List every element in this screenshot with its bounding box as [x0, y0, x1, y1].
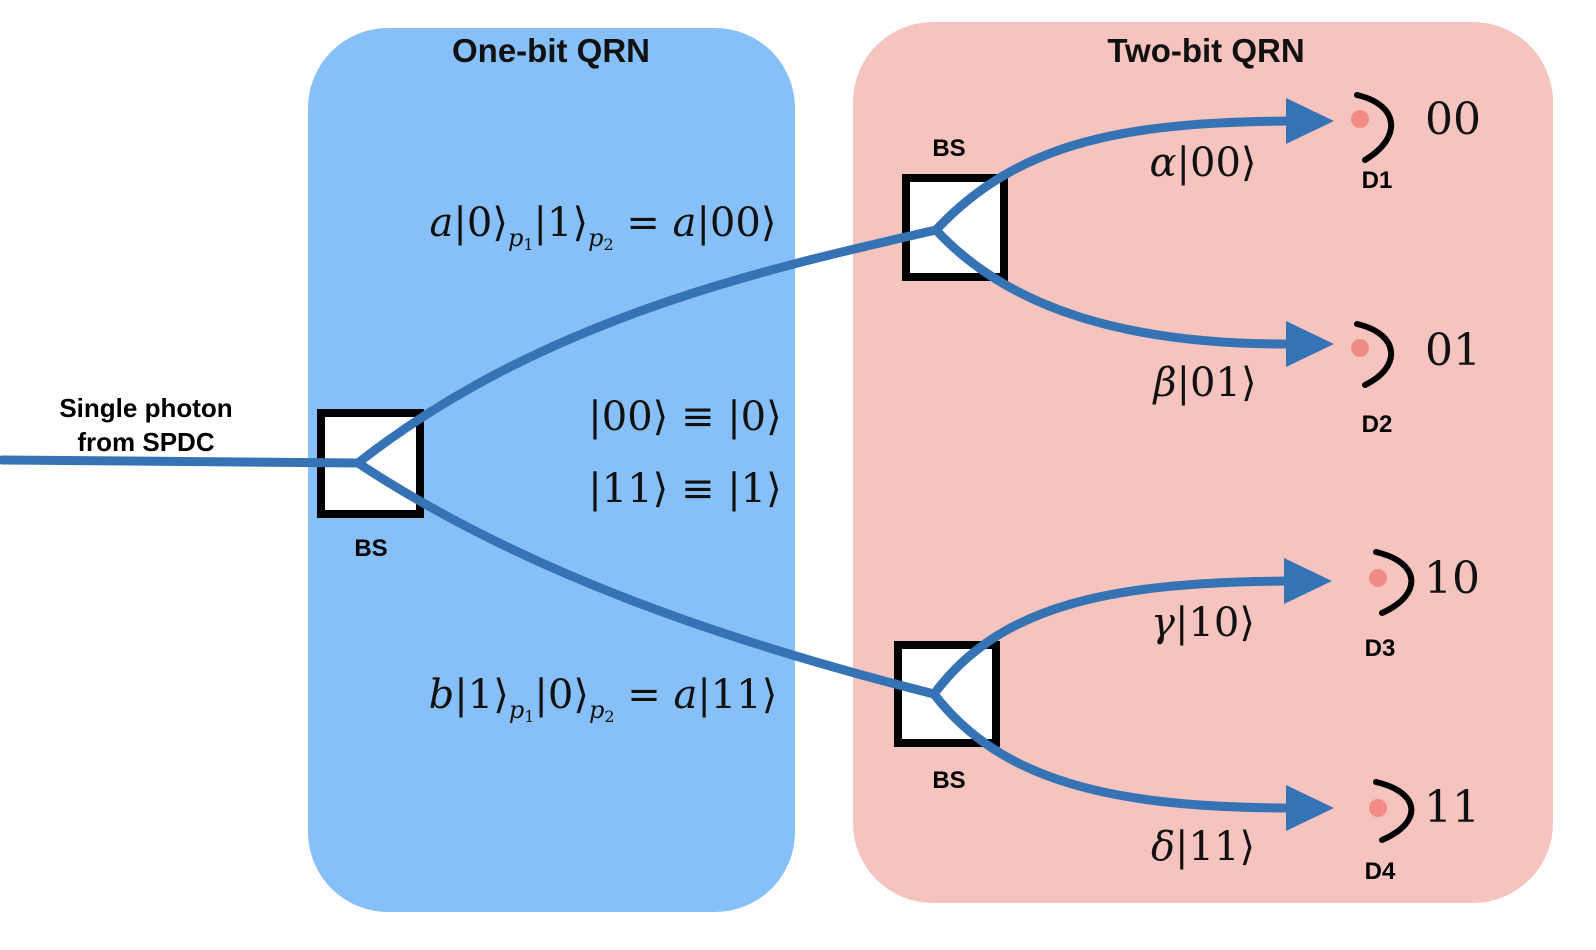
input-beam	[0, 455, 363, 468]
detector-label-d1: D1	[1361, 167, 1393, 194]
output-state-00: α|00⟩	[1149, 140, 1257, 186]
outcome-label-01: 01	[1425, 325, 1481, 376]
two-bit-qrn-panel	[853, 22, 1553, 903]
lower-path-coef: b	[428, 672, 455, 718]
output-ket-10: 10	[1188, 600, 1240, 646]
detector-curve-d1	[1354, 92, 1395, 163]
detector-dot-d1	[1351, 110, 1369, 128]
arrowhead-10	[1284, 558, 1332, 604]
upper-path-mode1-index: 1	[523, 235, 534, 254]
beam-splitter-label-2: BS	[932, 135, 966, 162]
output-state-11: δ|11⟩	[1150, 824, 1256, 870]
lower-path-beam	[353, 458, 939, 699]
upper-path-rhs-ket: 00	[709, 200, 761, 246]
output-ket-00: 00	[1189, 140, 1241, 186]
detector-label-d3: D3	[1364, 635, 1396, 662]
upper-path-mode1: p	[507, 224, 524, 252]
beam-splitter-label-1: BS	[354, 535, 388, 562]
detector-curve-d3	[1373, 549, 1415, 616]
detector-d3	[1369, 549, 1415, 616]
equivalence-zero: |00⟩ ≡ |0⟩	[588, 394, 782, 440]
beam-splitter-2	[902, 174, 1008, 281]
output-beam-00	[931, 116, 1297, 235]
arrowhead-11	[1286, 785, 1334, 831]
outcome-label-10: 10	[1424, 553, 1480, 604]
equivalence-zero-lhs: 00	[601, 394, 653, 440]
arrowhead-01	[1286, 321, 1334, 367]
output-beam-01	[931, 225, 1297, 349]
upper-path-mode2-index: 2	[603, 235, 614, 254]
outcome-label-00: 00	[1425, 94, 1481, 145]
detector-curve-d4	[1373, 779, 1415, 843]
upper-path-rhs-coef: a	[672, 200, 697, 246]
lower-path-mode2: p	[588, 696, 605, 724]
upper-path-ket1: 0	[466, 200, 493, 246]
lower-path-state: b|1⟩p1|0⟩p2 = a|11⟩	[428, 672, 778, 726]
detector-d4	[1369, 779, 1415, 843]
detector-dot-d4	[1369, 799, 1387, 817]
photon-source-label-line1: Single photon	[59, 393, 233, 423]
upper-path-state: a|0⟩p1|1⟩p2 = a|00⟩	[429, 200, 777, 254]
detector-label-d2: D2	[1361, 411, 1393, 438]
detector-dot-d2	[1351, 339, 1369, 357]
lower-path-ket2: 0	[547, 672, 574, 718]
two-bit-qrn-title: Two-bit QRN	[1107, 32, 1305, 69]
arrowhead-00	[1286, 98, 1334, 144]
detector-label-d4: D4	[1364, 858, 1396, 885]
equivalence-one: |11⟩ ≡ |1⟩	[588, 466, 782, 512]
equivalence-one-lhs: 11	[601, 466, 653, 512]
beam-splitter-3	[894, 641, 1000, 747]
lower-path-mode1: p	[508, 696, 525, 724]
upper-path-mode2: p	[588, 224, 604, 252]
detector-d2	[1351, 321, 1395, 388]
equivalence-zero-rhs: 0	[740, 394, 767, 440]
output-coef-01: β	[1153, 360, 1177, 406]
output-state-10: γ|10⟩	[1151, 600, 1255, 646]
lower-path-mode2-index: 2	[604, 707, 615, 726]
output-state-01: β|01⟩	[1153, 360, 1257, 406]
beam-splitter-label-3: BS	[932, 767, 966, 794]
lower-path-rhs-coef: a	[673, 672, 698, 718]
outcome-label-11: 11	[1424, 782, 1480, 833]
output-coef-10: γ	[1151, 600, 1175, 646]
equivalence-one-rhs: 1	[740, 466, 767, 512]
one-bit-qrn-title: One-bit QRN	[452, 32, 650, 69]
detector-curve-d2	[1354, 321, 1395, 388]
output-coef-00: α	[1149, 140, 1177, 186]
lower-path-ket1: 1	[467, 672, 494, 718]
output-beam-10	[929, 576, 1295, 699]
upper-path-coef: a	[429, 200, 454, 246]
output-ket-11: 11	[1188, 824, 1240, 870]
lower-path-mode1-index: 1	[524, 707, 535, 726]
output-beam-11	[929, 689, 1297, 813]
upper-path-ket2: 1	[547, 200, 573, 246]
photon-source-label-line2: from SPDC	[77, 427, 215, 457]
photon-source-label: Single photon from SPDC	[59, 391, 232, 459]
detector-d1	[1351, 92, 1395, 163]
output-coef-11: δ	[1150, 824, 1176, 870]
output-ket-01: 01	[1190, 360, 1241, 406]
lower-path-rhs-ket: 11	[710, 672, 762, 718]
detector-dot-d3	[1369, 569, 1387, 587]
upper-path-beam	[353, 225, 941, 468]
